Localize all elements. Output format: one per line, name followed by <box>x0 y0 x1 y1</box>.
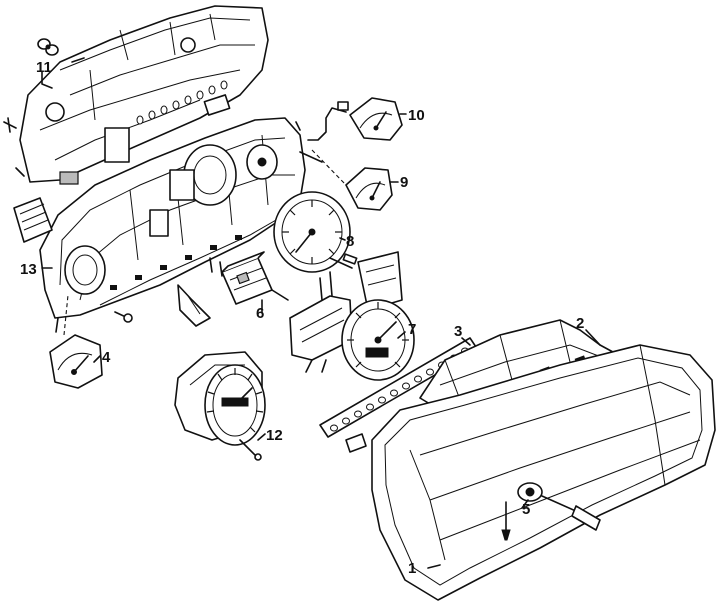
front-lens-bezel-part-1 <box>371 344 716 601</box>
small-gauge-part-4 <box>49 294 103 389</box>
cluster-housing-part-13 <box>13 117 306 333</box>
speedometer-assembly-part-12 <box>174 351 266 461</box>
callout-6: 6 <box>256 305 264 322</box>
reset-knob-part-5 <box>501 482 601 541</box>
callout-9: 9 <box>400 174 408 191</box>
speedometer-gauge-part-7 <box>289 251 415 381</box>
fuel-gauge-part-9 <box>311 149 393 211</box>
leader-lines <box>41 71 601 569</box>
callout-8: 8 <box>346 233 354 250</box>
callout-labels: 1 2 3 4 5 6 7 8 9 10 11 12 13 <box>20 59 584 577</box>
callout-1: 1 <box>408 560 416 577</box>
callout-4: 4 <box>102 349 111 366</box>
clip-parts-near-11 <box>3 38 85 177</box>
callout-5: 5 <box>522 501 530 518</box>
callout-2: 2 <box>576 315 584 332</box>
connector-block-part-6 <box>114 251 289 327</box>
tachometer-gauge-part-8 <box>273 191 358 273</box>
callout-3: 3 <box>454 323 462 340</box>
temperature-gauge-part-10 <box>295 97 403 163</box>
printed-circuit-board-part-11 <box>19 5 269 185</box>
callout-12: 12 <box>266 427 283 444</box>
callout-13: 13 <box>20 261 37 278</box>
callout-7: 7 <box>408 321 416 338</box>
callout-11: 11 <box>36 59 52 76</box>
callout-10: 10 <box>408 107 425 124</box>
